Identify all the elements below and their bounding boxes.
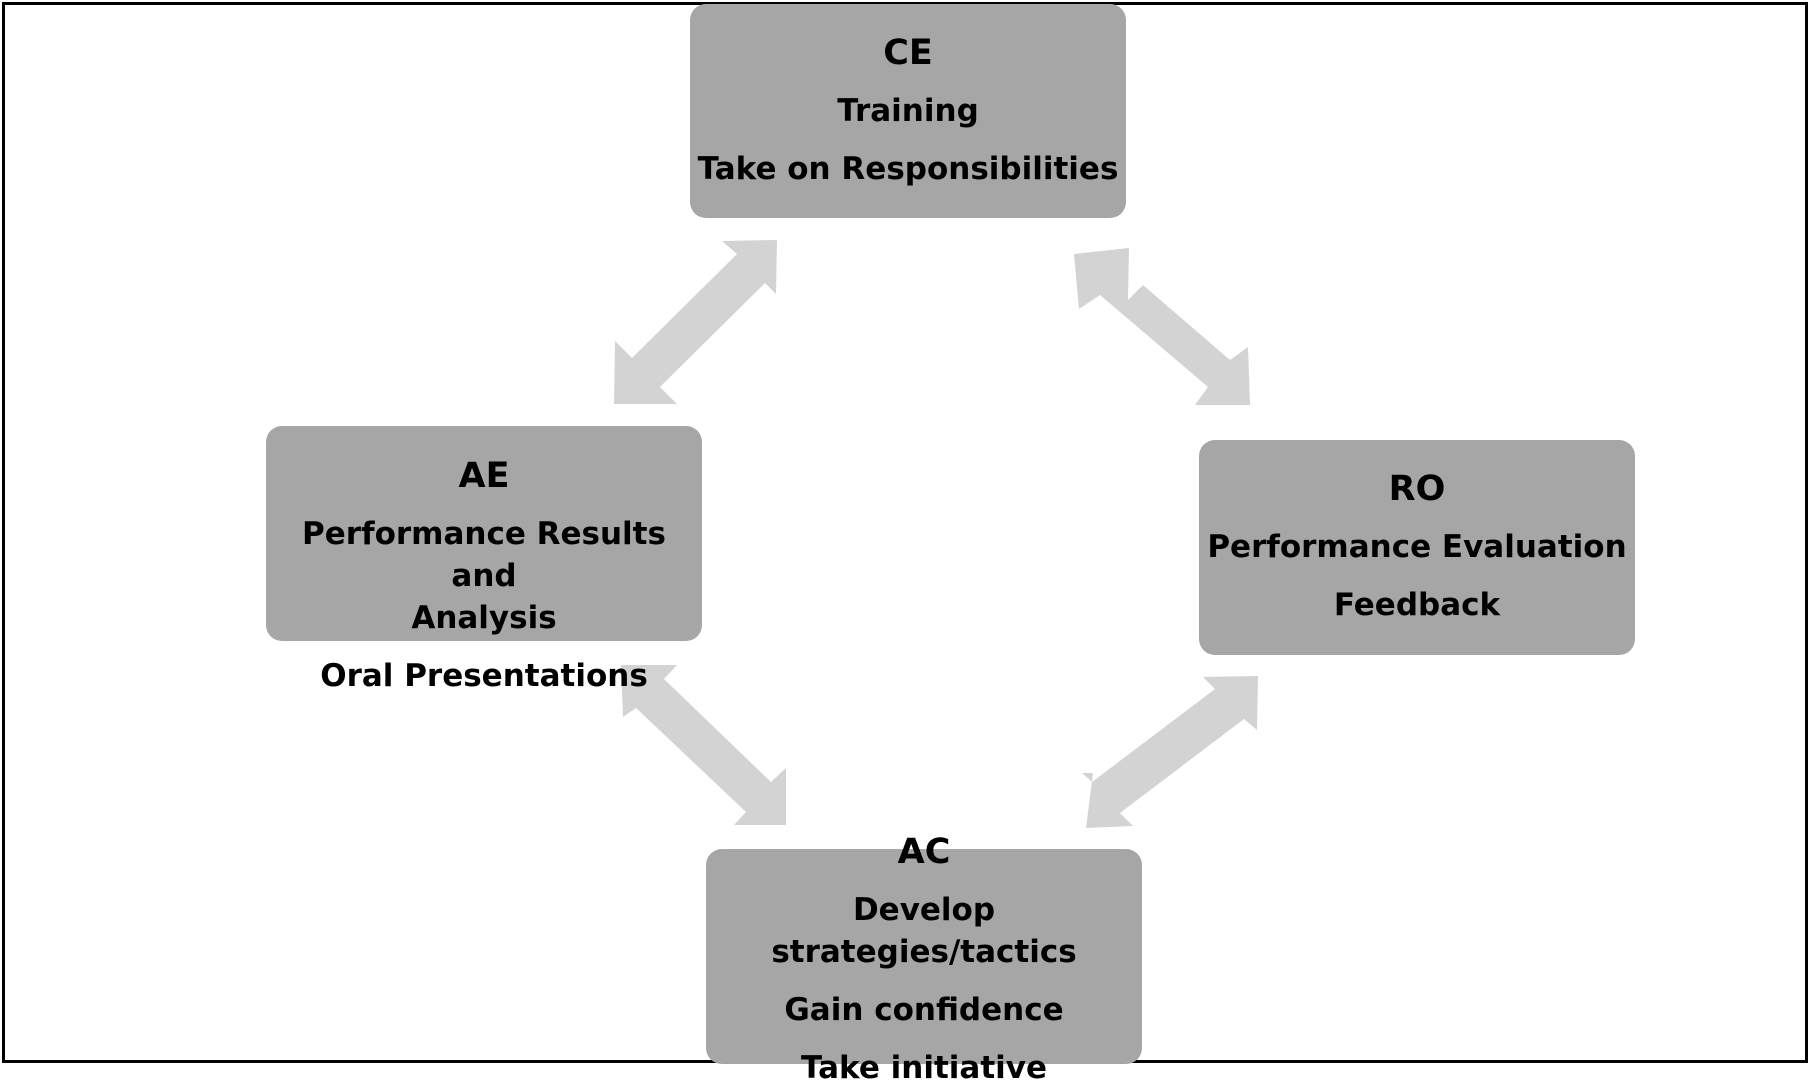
node-ce: CE Training Take on Responsibilities [690,4,1126,218]
arrow-ro-ac [1082,676,1258,828]
node-ac-title: AC [897,832,951,872]
node-ro: RO Performance Evaluation Feedback [1199,440,1635,655]
node-ce-line-2: Take on Responsibilities [697,151,1119,187]
node-ac-line-4: Take initiative [800,1050,1048,1086]
arrow-ce-ro [1074,248,1250,405]
node-ac-line-3: Gain confidence [784,992,1064,1028]
arrow-ae-ac [621,665,786,825]
node-ae-line-1: Performance Results and [302,516,666,594]
node-ro-line-1: Performance Evaluation [1207,529,1627,565]
arrow-ce-ae [614,240,777,404]
node-ro-line-2: Feedback [1333,587,1501,623]
node-ro-title: RO [1388,469,1446,509]
node-ae-line-3: Oral Presentations [320,658,648,694]
node-ce-title: CE [883,33,933,73]
node-ae-title: AE [458,456,510,496]
node-ae: AE Performance Results and Analysis Oral… [266,426,702,694]
node-ae-line-2: Analysis [411,600,557,636]
node-ac-line-1: Develop [852,892,996,928]
node-ac-line-2: strategies/tactics [771,934,1077,970]
node-ce-line-1: Training [837,93,979,129]
node-ac: AC Develop strategies/tactics Gain confi… [706,832,1142,1086]
